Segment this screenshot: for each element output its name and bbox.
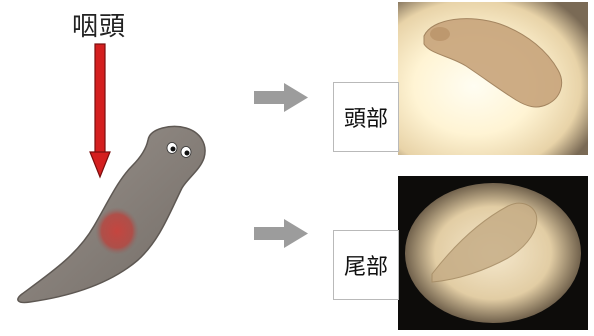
head-fragment-photo <box>398 2 588 155</box>
head-label: 頭部 <box>333 82 399 152</box>
tail-label: 尾部 <box>333 230 399 300</box>
flow-arrow-head <box>254 83 308 112</box>
tail-fragment-photo <box>398 176 588 330</box>
pharynx-spot <box>95 207 139 255</box>
flow-arrow-tail <box>254 219 308 248</box>
pointer-arrow <box>90 44 110 177</box>
planarian-illustration <box>18 127 205 303</box>
